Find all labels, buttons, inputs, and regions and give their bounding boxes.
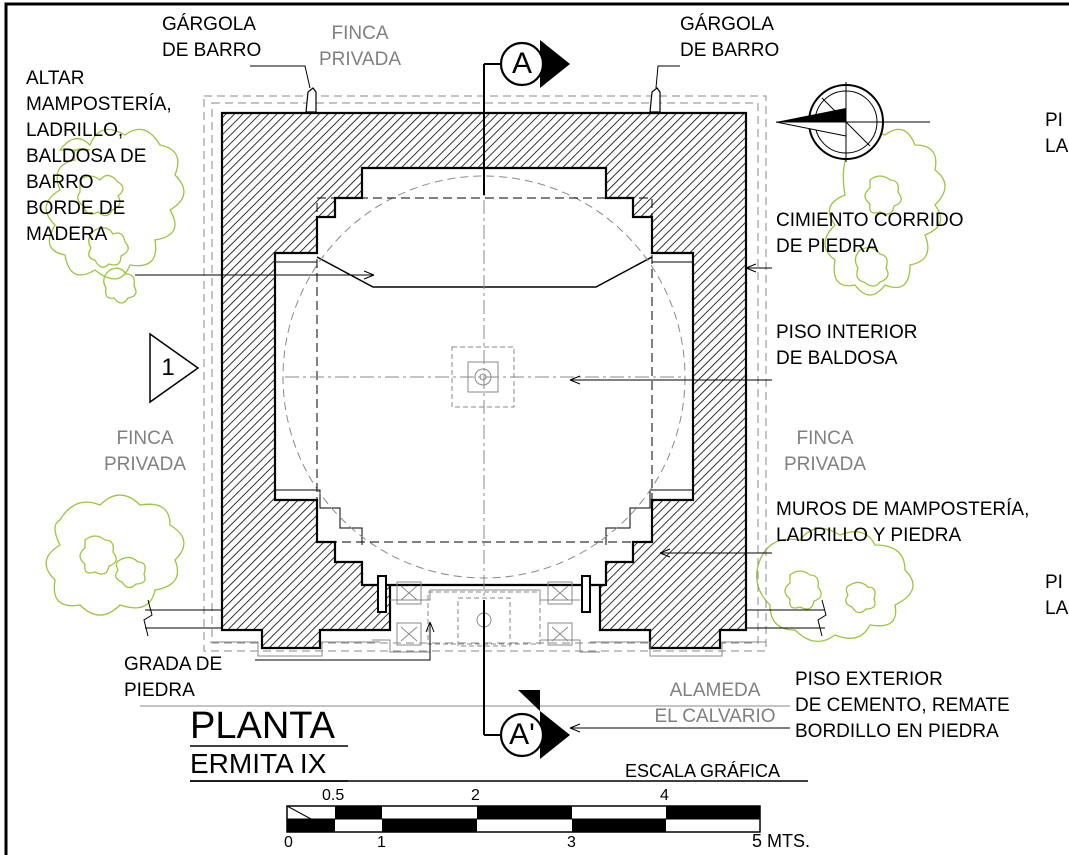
label-line: GÁRGOLA (680, 14, 774, 35)
label-line: FINCA (116, 428, 174, 449)
cimiento-label: CIMIENTO CORRIDO DE PIEDRA (776, 208, 964, 260)
label-line: DE BALDOSA (776, 348, 898, 369)
center-pedestal-inner (467, 361, 499, 393)
drawing-frame (4, 2, 1069, 855)
section-marker-a (483, 40, 570, 195)
graphic-scale (286, 805, 761, 833)
piso-interior-label: PISO INTERIOR DE BALDOSA (776, 320, 917, 372)
label-line: FINCA (796, 428, 854, 449)
gargola-right-label: GÁRGOLA DE BARRO (680, 12, 779, 64)
label-line: EL CALVARIO (654, 706, 776, 727)
entrance-steps (210, 581, 766, 657)
scale-tick-top: 0.5 (322, 787, 345, 804)
roof-projection (316, 197, 653, 543)
elevation-marker-1-number: 1 (161, 354, 175, 381)
label-line: MAMPOSTERÍA, (26, 94, 172, 115)
scale-tick-bottom: 0 (284, 834, 293, 851)
label-line: LADRILLO, (26, 120, 124, 141)
label-line: PI (1045, 572, 1063, 593)
tree-foliage-icon (45, 128, 185, 304)
label-line: PIEDRA (124, 680, 195, 701)
finca-right-label: FINCA PRIVADA (770, 426, 880, 478)
label-line: BALDOSA DE (26, 146, 147, 167)
scale-tick-bottom: 5 MTS. (752, 831, 811, 851)
leader-lines (135, 65, 790, 733)
north-arrow-icon (775, 82, 930, 162)
label-line: BORDILLO EN PIEDRA (795, 721, 999, 742)
center-pedestal (451, 346, 515, 408)
scale-tick-top: 4 (660, 787, 669, 804)
label-line: PRIVADA (318, 49, 401, 70)
altar-label: ALTAR MAMPOSTERÍA, LADRILLO, BALDOSA DE … (26, 66, 172, 248)
label-line: PRIVADA (783, 454, 866, 475)
section-marker-a-prime-letter: A' (509, 718, 535, 751)
label-line: DE BARRO (680, 40, 780, 61)
scale-caption: ESCALA GRÁFICA (625, 761, 781, 781)
label-line: PISO EXTERIOR (795, 669, 943, 690)
label-line: DE CEMENTO, REMATE (795, 695, 1010, 716)
gargola-icon (305, 87, 661, 113)
scale-tick-bottom: 1 (377, 834, 386, 851)
label-line: MADERA (26, 224, 108, 245)
drawing-subtitle: ERMITA IX (190, 748, 327, 779)
label-line: DE PIEDRA (776, 236, 879, 257)
label-line: PISO INTERIOR (776, 322, 918, 343)
piso-exterior-label: PISO EXTERIOR DE CEMENTO, REMATE BORDILL… (795, 667, 1010, 745)
drawing-title: PLANTA (190, 705, 336, 747)
label-line: LA (1045, 598, 1069, 619)
finca-left-label: FINCA PRIVADA (90, 426, 200, 478)
label-line: LADRILLO Y PIEDRA (776, 525, 962, 546)
tree-foliage-icon (45, 494, 185, 616)
pi-top-label: PI LA (1045, 108, 1068, 160)
label-line: FINCA (331, 23, 389, 44)
muros-label: MUROS DE MAMPOSTERÍA, LADRILLO Y PIEDRA (776, 497, 1029, 549)
finca-top-label: FINCA PRIVADA (305, 21, 415, 73)
label-line: MUROS DE MAMPOSTERÍA, (776, 499, 1030, 520)
scale-tick-top: 2 (471, 787, 480, 804)
site-lines (140, 599, 827, 707)
label-line: LA (1045, 136, 1069, 157)
label-line: ALTAR (26, 68, 85, 89)
label-line: DE BARRO (162, 40, 262, 61)
alameda-label: ALAMEDA EL CALVARIO (640, 678, 790, 730)
label-line: ALAMEDA (669, 680, 761, 701)
scale-tick-bottom: 3 (567, 834, 576, 851)
label-line: BORDE DE (26, 198, 126, 219)
section-marker-a-letter: A (511, 47, 532, 80)
label-line: BARRO (26, 172, 94, 193)
grada-label: GRADA DE PIEDRA (124, 652, 222, 704)
label-line: GRADA DE (124, 654, 223, 675)
label-line: GÁRGOLA (162, 14, 256, 35)
label-line: PRIVADA (103, 454, 186, 475)
label-line: PI (1045, 110, 1063, 131)
masonry-walls (220, 111, 748, 650)
gargola-left-label: GÁRGOLA DE BARRO (162, 12, 261, 64)
tree-foliage-icon (824, 128, 946, 296)
pi-bottom-label: PI LA (1045, 570, 1068, 622)
label-line: CIMIENTO CORRIDO (776, 210, 964, 231)
elevation-marker-1 (149, 332, 200, 404)
section-marker-a-prime (483, 600, 570, 759)
